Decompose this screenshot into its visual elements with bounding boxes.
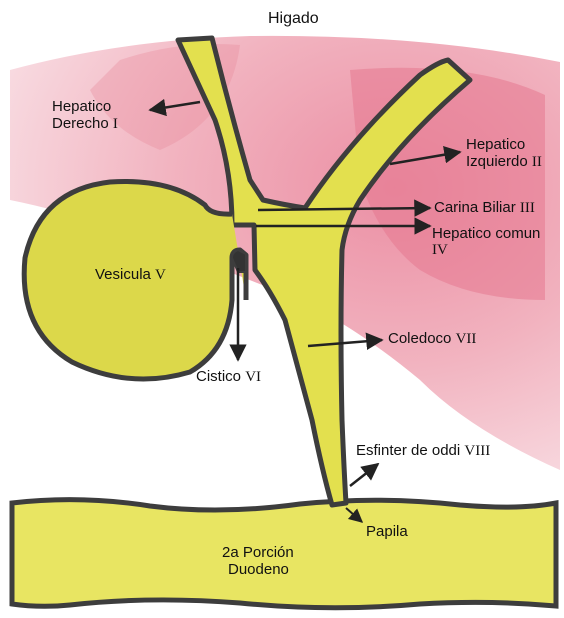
label-cistico: Cistico VI xyxy=(196,368,261,386)
label-hepatico-izquierdo: Hepatico Izquierdo II xyxy=(466,136,542,172)
label-vesicula-text: Vesicula V xyxy=(95,266,166,284)
label-cistico-text: Cistico VI xyxy=(196,368,261,386)
label-hepatico-comun: Hepatico comun IV xyxy=(432,225,540,260)
label-duodeno-line2: Duodeno xyxy=(222,561,294,578)
label-esfinter: Esfinter de oddi VIII xyxy=(356,442,490,460)
title-higado: Higado xyxy=(268,10,319,28)
label-vesicula: Vesicula V xyxy=(95,266,166,284)
label-hepatico-comun-roman: IV xyxy=(432,242,540,259)
label-coledoco: Coledoco VII xyxy=(388,330,476,348)
label-hepatico-izquierdo-line1: Hepatico xyxy=(466,136,542,153)
label-carina: Carina Biliar III xyxy=(434,199,535,217)
label-hepatico-derecho-line1: Hepatico xyxy=(52,98,118,115)
label-papila: Papila xyxy=(366,523,408,540)
label-hepatico-izquierdo-line2: Izquierdo II xyxy=(466,153,542,171)
label-esfinter-text: Esfinter de oddi VIII xyxy=(356,442,490,460)
label-duodeno-line1: 2a Porción xyxy=(222,544,294,561)
arrow-esfinter xyxy=(350,464,378,486)
label-hepatico-comun-line1: Hepatico comun xyxy=(432,225,540,242)
label-carina-text: Carina Biliar III xyxy=(434,199,535,217)
label-duodeno: 2a Porción Duodeno xyxy=(222,544,294,579)
label-hepatico-derecho-line2: Derecho I xyxy=(52,115,118,133)
label-coledoco-text: Coledoco VII xyxy=(388,330,476,348)
label-hepatico-derecho: Hepatico Derecho I xyxy=(52,98,118,134)
